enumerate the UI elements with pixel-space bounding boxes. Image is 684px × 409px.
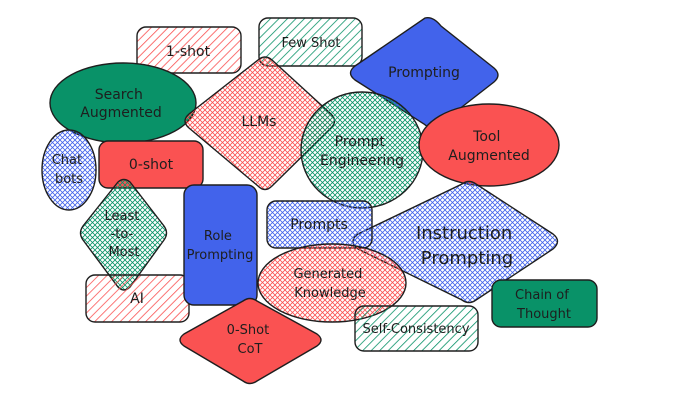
node-search-augmented: Search Augmented bbox=[49, 62, 197, 144]
node-least-to-most-line3: Most bbox=[108, 245, 139, 260]
node-generated-knowledge: Generated Knowledge bbox=[257, 243, 407, 323]
node-zero-shot-cot-line2: CoT bbox=[238, 342, 263, 357]
node-chatbots-line2: bots bbox=[55, 172, 83, 187]
node-llms: LLMs bbox=[184, 56, 336, 191]
node-least-to-most-line1: Least bbox=[105, 209, 140, 224]
node-search-augmented-line1: Search bbox=[95, 87, 143, 103]
node-chain-of-thought-label: Chain of Thought bbox=[515, 288, 573, 322]
node-search-augmented-line2: Augmented bbox=[80, 105, 161, 121]
node-instruction-prompting: Instruction Prompting bbox=[352, 180, 559, 304]
node-role-prompting: Role Prompting bbox=[183, 184, 258, 306]
node-tool-augmented-line2: Augmented bbox=[448, 148, 529, 164]
node-one-shot: 1-shot bbox=[136, 26, 242, 74]
node-zero-shot-cot: 0-Shot CoT bbox=[179, 297, 322, 385]
node-self-consistency: Self-Consistency bbox=[354, 305, 479, 352]
node-prompt-engineering-line1: Prompt bbox=[335, 134, 386, 150]
node-chatbots: Chat bots bbox=[41, 129, 97, 211]
node-chatbots-line1: Chat bbox=[52, 153, 82, 168]
node-zero-shot: 0-shot bbox=[98, 140, 204, 189]
node-one-shot-label: 1-shot bbox=[166, 44, 211, 60]
node-instruction-prompting-label: Instruction Prompting bbox=[416, 223, 518, 269]
node-role-prompting-line1: Role bbox=[204, 229, 232, 244]
node-few-shot: Few Shot bbox=[258, 17, 363, 67]
node-ai: AI bbox=[85, 274, 190, 323]
node-chatbots-label: Chat bots bbox=[52, 153, 87, 187]
node-zero-shot-label: 0-shot bbox=[129, 157, 174, 173]
node-chain-of-thought-line2: Thought bbox=[516, 307, 571, 322]
node-self-consistency-label: Self-Consistency bbox=[362, 322, 469, 337]
node-generated-knowledge-label: Generated Knowledge bbox=[293, 267, 366, 301]
node-generated-knowledge-line1: Generated bbox=[293, 267, 362, 282]
node-chain-of-thought-line1: Chain of bbox=[515, 288, 569, 303]
node-tool-augmented-line1: Tool bbox=[472, 129, 500, 145]
node-prompt-engineering: Prompt Engineering bbox=[300, 91, 424, 209]
node-prompt-engineering-label: Prompt Engineering bbox=[320, 134, 404, 169]
node-tool-augmented-label: Tool Augmented bbox=[448, 129, 529, 164]
node-instruction-prompting-line1: Instruction bbox=[416, 223, 512, 244]
node-tool-augmented: Tool Augmented bbox=[418, 103, 560, 187]
node-least-to-most-label: Least -to- Most bbox=[105, 209, 144, 260]
node-role-prompting-line2: Prompting bbox=[187, 248, 254, 263]
node-least-to-most: Least -to- Most bbox=[79, 178, 168, 291]
node-prompts-label: Prompts bbox=[290, 217, 348, 233]
node-prompts: Prompts bbox=[266, 200, 373, 249]
node-prompting-label: Prompting bbox=[388, 65, 460, 81]
node-llms-label: LLMs bbox=[242, 114, 277, 130]
node-zero-shot-cot-label: 0-Shot CoT bbox=[227, 323, 274, 357]
node-generated-knowledge-line2: Knowledge bbox=[294, 286, 365, 301]
node-instruction-prompting-line2: Prompting bbox=[421, 248, 513, 269]
node-zero-shot-cot-line1: 0-Shot bbox=[227, 323, 270, 338]
node-role-prompting-label: Role Prompting bbox=[187, 229, 254, 263]
node-chain-of-thought: Chain of Thought bbox=[491, 279, 598, 328]
node-least-to-most-line2: -to- bbox=[111, 227, 134, 242]
node-few-shot-label: Few Shot bbox=[281, 36, 340, 51]
node-ai-label: AI bbox=[130, 291, 144, 307]
node-search-augmented-label: Search Augmented bbox=[80, 87, 161, 121]
node-prompt-engineering-line2: Engineering bbox=[320, 153, 404, 169]
